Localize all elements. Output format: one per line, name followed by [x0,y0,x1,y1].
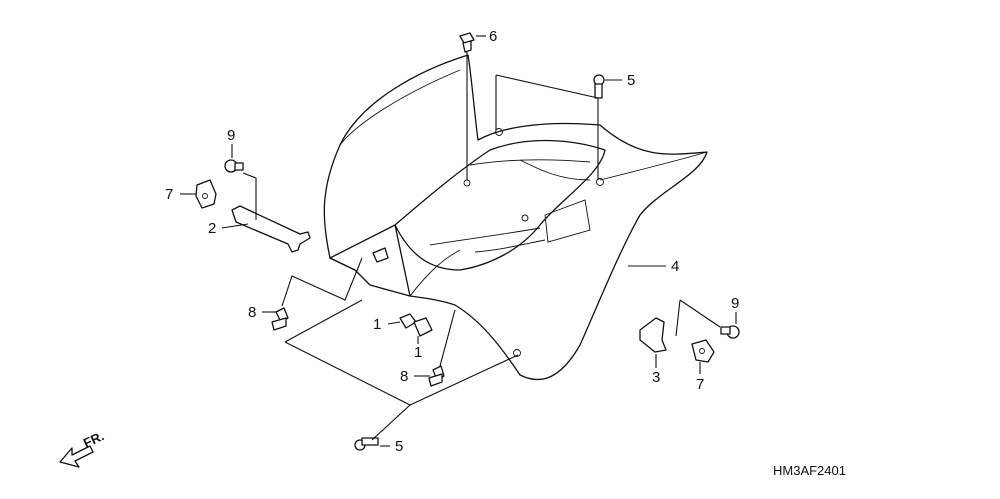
tub-ridge-1 [469,159,591,166]
callout-6: 6 [489,28,497,45]
bolt-5-lower [354,437,379,451]
leader-lines [180,35,737,447]
callout-8: 8 [400,368,408,385]
bolt-6 [459,32,475,53]
tub-ridge-3 [429,227,541,246]
right-wing-top [599,151,708,181]
rivet-8-center [428,365,445,387]
callouts: 1 1 2 3 4 5 5 6 7 7 8 8 9 9 [165,28,739,455]
bracket-3 [639,317,667,353]
diagram-code: HM3AF2401 [773,463,846,478]
callout-1: 1 [414,344,422,361]
flap-clip [372,247,389,263]
callout-1: 1 [373,316,381,333]
callout-9: 9 [227,127,235,144]
bracket-2 [231,205,311,253]
nut-9-left [224,159,244,173]
mount-hole [513,349,521,357]
callout-5: 5 [395,438,403,455]
bolt-5-upper [593,74,605,99]
rivet-8-left [271,307,289,331]
fender-inner-tub [394,139,606,271]
callout-4: 4 [671,258,679,275]
callout-7: 7 [696,376,704,393]
tub-ridge-2 [519,159,591,181]
clip-7-right [691,339,715,363]
left-wing-edge [339,69,461,146]
callout-8: 8 [248,304,256,321]
callout-7: 7 [165,186,173,203]
mount-hole [596,178,604,186]
front-direction-arrow [59,445,94,468]
mount-hole [495,128,503,136]
rear-fender [323,54,708,381]
tub-ridge-4 [474,239,546,253]
callout-5: 5 [627,72,635,89]
clip-7-left [195,179,217,209]
front-marker-label: FR. [81,428,106,450]
mount-hole [521,214,529,222]
right-panel [544,199,591,243]
mud-flap-plate [329,224,411,297]
callout-9: 9 [731,295,739,312]
clip-1-a [399,313,417,329]
lower-inner-edge [409,249,461,297]
nut-9-right [720,325,740,339]
callout-3: 3 [652,369,660,386]
callout-2: 2 [208,220,216,237]
clip-1-b [413,317,433,337]
